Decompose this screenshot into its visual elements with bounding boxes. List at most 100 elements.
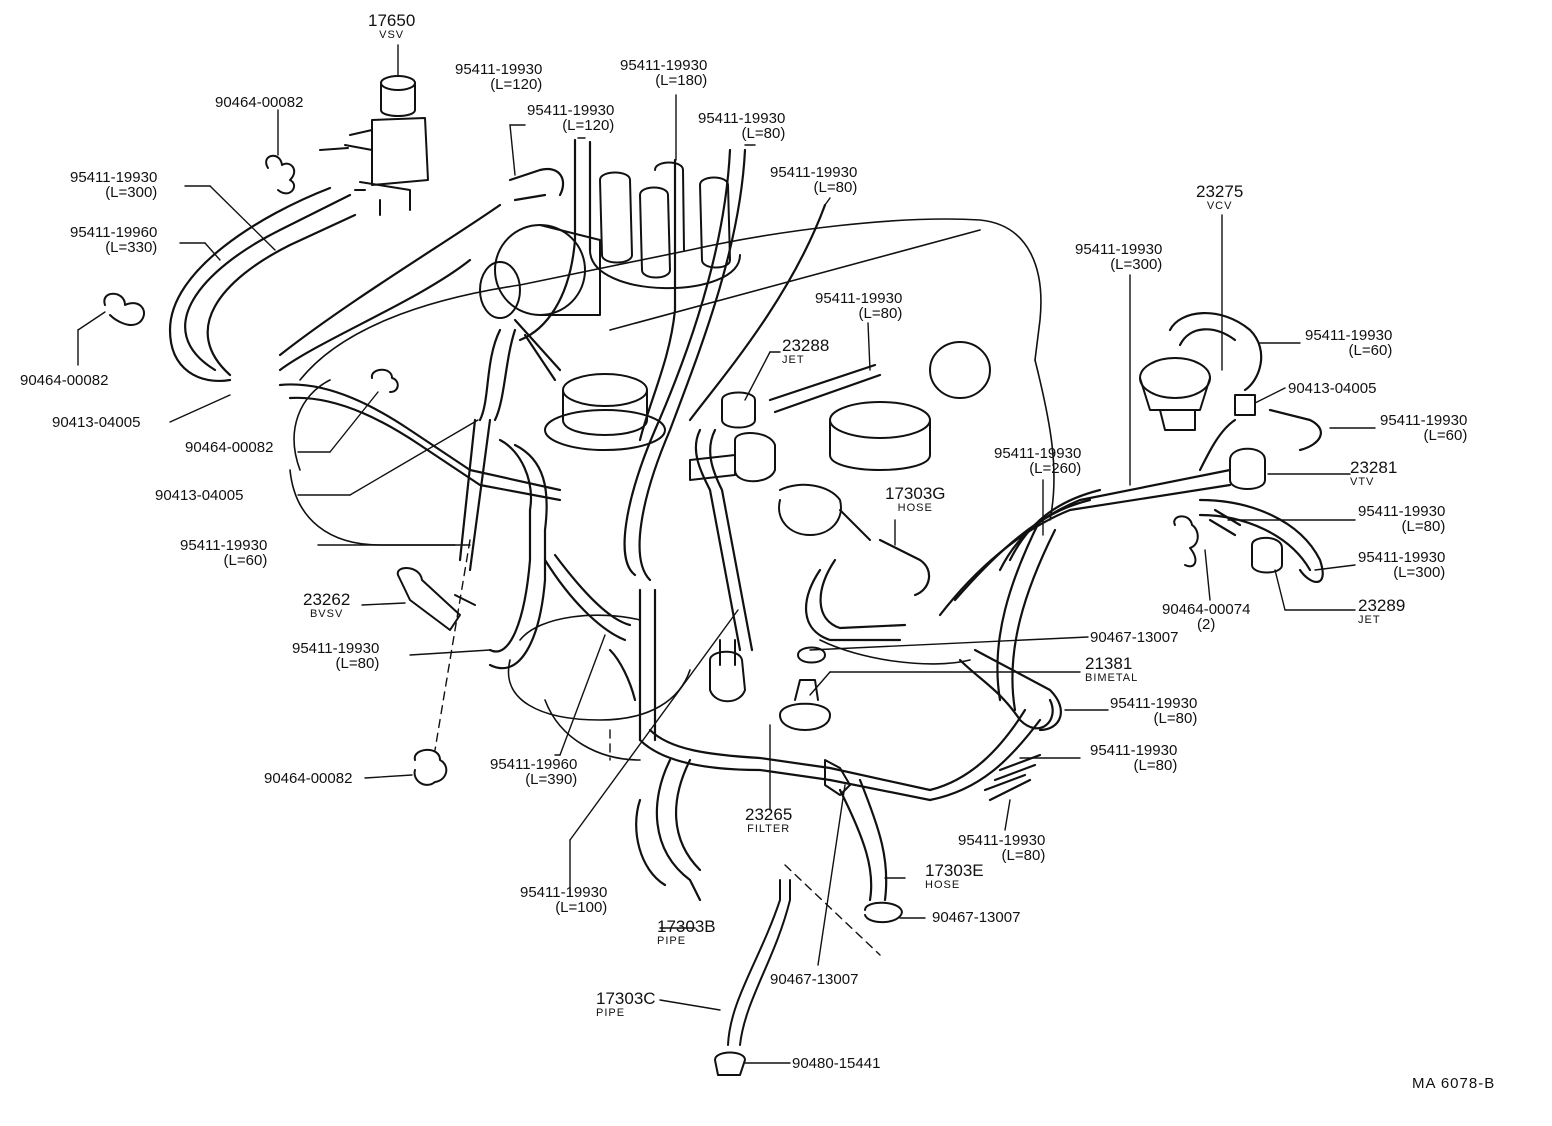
part-number: 95411-19930 xyxy=(292,640,380,657)
part-number: 95411-19930 xyxy=(698,110,786,127)
label-hose-l120-b: 95411-19930 (L=120) xyxy=(527,103,614,133)
quantity: (2) xyxy=(1197,616,1216,633)
label-hose-17303g: 17303G HOSE xyxy=(885,485,946,514)
label-pipe-17303b: 17303B PIPE xyxy=(657,918,716,947)
hose-length: (L=300) xyxy=(1393,564,1446,581)
part-number: 23281 xyxy=(1350,458,1398,477)
label-clamp-90464-00082-b: 90464-00082 xyxy=(20,373,108,388)
hose-length: (L=80) xyxy=(1133,757,1178,774)
label-tee-90413-04005-a: 90413-04005 xyxy=(52,415,140,430)
label-bvsv-23262: 23262 BVSV xyxy=(303,591,350,620)
hose-length: (L=80) xyxy=(741,125,786,142)
part-number: 95411-19930 xyxy=(958,832,1046,849)
part-name: PIPE xyxy=(596,1007,626,1019)
part-name: JET xyxy=(1358,614,1381,626)
hose-length: (L=80) xyxy=(1001,847,1046,864)
label-tee-90413-04005-b: 90413-04005 xyxy=(155,488,243,503)
part-number: 90467-13007 xyxy=(770,971,859,988)
part-number: 90464-00082 xyxy=(20,372,109,389)
hose-length: (L=300) xyxy=(105,184,158,201)
vacuum-advancer xyxy=(479,224,601,319)
part-number: 21381 xyxy=(1085,654,1133,673)
part-number: 95411-19930 xyxy=(1090,742,1178,759)
label-hose-l260: 95411-19930 (L=260) xyxy=(994,446,1081,476)
label-hose-l300-mid: 95411-19930 (L=300) xyxy=(1075,242,1162,272)
part-number: 95411-19930 xyxy=(70,169,158,186)
part-number: 23265 xyxy=(745,805,793,824)
part-number: 90464-00082 xyxy=(264,770,353,787)
label-jet-23288: 23288 JET xyxy=(782,337,829,366)
part-number: 95411-19960 xyxy=(490,756,578,773)
part-number: 95411-19930 xyxy=(1110,695,1198,712)
part-number: 95411-19930 xyxy=(455,61,543,78)
part-number: 17650 xyxy=(368,11,416,30)
part-number: 95411-19930 xyxy=(520,884,608,901)
hose-length: (L=120) xyxy=(490,76,543,93)
right-components xyxy=(689,357,1283,1076)
part-name: FILTER xyxy=(747,823,791,835)
part-name: VSV xyxy=(379,29,405,41)
hoses xyxy=(168,138,1324,902)
label-clip-90467-13007-bottom: 90467-13007 xyxy=(770,972,858,987)
label-hose-l80-top-b: 95411-19930 (L=80) xyxy=(770,165,857,195)
label-tee-90413-04005-c: 90413-04005 xyxy=(1288,381,1376,396)
label-hose-l60-right-b: 95411-19930 (L=60) xyxy=(1380,413,1467,443)
label-jet-23289: 23289 JET xyxy=(1358,597,1405,626)
part-number: 23262 xyxy=(303,590,351,609)
label-bimetal-21381: 21381 BIMETAL xyxy=(1085,655,1138,684)
label-clamp-90464-00082-d: 90464-00082 xyxy=(264,771,352,786)
hose-length: (L=180) xyxy=(655,72,708,89)
label-hose-l80-lowright-c: 95411-19930 (L=80) xyxy=(958,833,1045,863)
part-number: 23275 xyxy=(1196,182,1244,201)
label-clip-90467-13007-right: 90467-13007 xyxy=(932,910,1020,925)
part-number: 95411-19960 xyxy=(70,224,158,241)
hose-length: (L=100) xyxy=(555,899,608,916)
label-vtv-23281: 23281 VTV xyxy=(1350,459,1397,488)
part-name: VCV xyxy=(1206,200,1233,212)
part-number: 95411-19930 xyxy=(1075,241,1163,258)
part-number: 90413-04005 xyxy=(52,414,141,431)
hose-length: (L=80) xyxy=(335,655,380,672)
part-number: 90413-04005 xyxy=(155,487,244,504)
dashed-guides xyxy=(434,539,881,956)
label-hose-l80-left: 95411-19930 (L=80) xyxy=(292,641,379,671)
part-name: BVSV xyxy=(309,608,344,620)
part-number: 17303B xyxy=(657,917,716,936)
label-hose-l300-right: 95411-19930 (L=300) xyxy=(1358,550,1445,580)
part-number: 17303G xyxy=(885,484,946,503)
carburetor xyxy=(544,341,991,471)
hose-length: (L=60) xyxy=(1423,427,1468,444)
label-clamp-90464-00082-a: 90464-00082 xyxy=(215,95,303,110)
label-hose-17303e: 17303E HOSE xyxy=(925,862,984,891)
label-clamp-90464-00074: 90464-00074 (2) xyxy=(1162,602,1250,632)
label-hose-l60-right-a: 95411-19930 (L=60) xyxy=(1305,328,1392,358)
label-vcv-23275: 23275 VCV xyxy=(1196,183,1243,212)
part-name: VTV xyxy=(1350,476,1375,488)
part-name: JET xyxy=(782,354,805,366)
part-number: 95411-19930 xyxy=(1380,412,1468,429)
bvsv-shape xyxy=(396,567,476,631)
part-name: BIMETAL xyxy=(1085,672,1139,684)
label-hose-l80-lowright-b: 95411-19930 (L=80) xyxy=(1090,743,1177,773)
part-number: 90480-15441 xyxy=(792,1055,881,1072)
hose-length: (L=80) xyxy=(1153,710,1198,727)
part-number: 95411-19930 xyxy=(1358,503,1446,520)
part-number: 23289 xyxy=(1358,596,1406,615)
part-number: 95411-19930 xyxy=(815,290,903,307)
label-hose-l80-top-a: 95411-19930 (L=80) xyxy=(698,111,785,141)
vsv-valve xyxy=(319,75,429,216)
part-number: 95411-19930 xyxy=(620,57,708,74)
hose-length: (L=260) xyxy=(1029,460,1082,477)
engine-outline xyxy=(289,218,1055,761)
hose-length: (L=120) xyxy=(562,117,615,134)
label-clamp-90464-00082-c: 90464-00082 xyxy=(185,440,273,455)
distributor xyxy=(589,161,741,290)
label-hose-l80-jet: 95411-19930 (L=80) xyxy=(815,291,902,321)
hose-length: (L=80) xyxy=(858,305,903,322)
leader-lines xyxy=(77,44,1376,1064)
part-name: PIPE xyxy=(657,935,687,947)
label-hose-19960-l330: 95411-19960 (L=330) xyxy=(70,225,157,255)
reference-code: MA 6078-B xyxy=(1412,1075,1496,1092)
clamp-shapes xyxy=(103,154,1199,786)
part-name: HOSE xyxy=(897,502,933,514)
